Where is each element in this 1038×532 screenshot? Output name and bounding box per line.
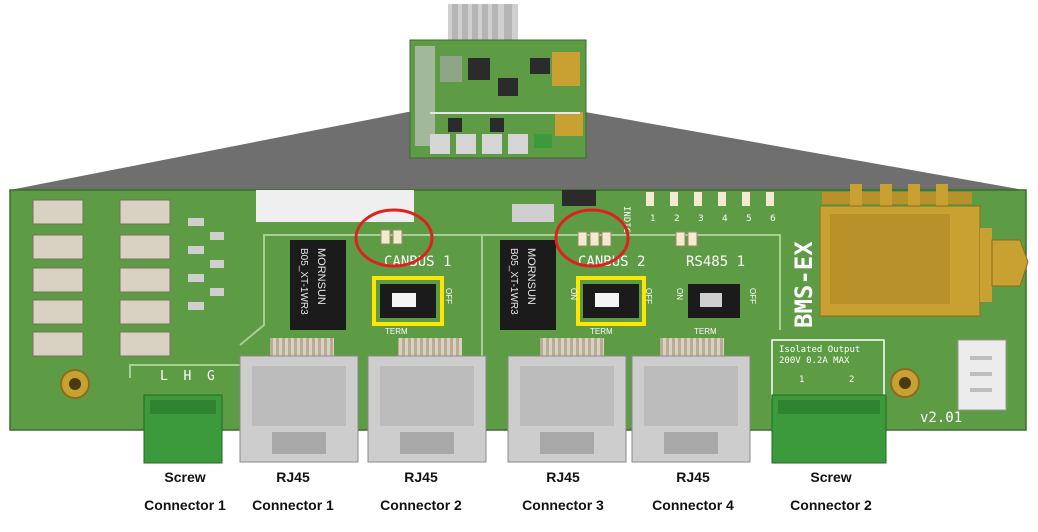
caption-name: Connector 1 [252,497,334,513]
term-switch-canbus1: TERM [372,276,444,336]
term-switch-rs485: TERM [688,284,740,336]
svg-text:4: 4 [722,214,728,224]
rj45-jack-3 [507,338,627,463]
svg-text:1: 1 [650,214,656,224]
red-highlight-canbus2 [554,208,630,268]
led-numbers: 1 2 3 4 5 6 [650,214,776,224]
lhg-label: L H G [160,369,215,384]
svg-text:2: 2 [674,214,680,224]
screw-terminal-1 [143,394,223,464]
caption-screw-connector-1: Screw Connector 1 [120,463,250,519]
caption-rj45-connector-4: RJ45 Connector 4 [628,463,758,519]
svg-text:1: 1 [799,375,804,385]
caption-type: RJ45 [676,469,710,485]
svg-text:MORNSUN: MORNSUN [315,248,327,305]
svg-text:5: 5 [746,214,752,224]
svg-text:Isolated Output: Isolated Output [779,345,860,355]
caption-type: RJ45 [276,469,310,485]
caption-rj45-connector-2: RJ45 Connector 2 [356,463,486,519]
caption-name: Connector 2 [380,497,462,513]
svg-text:TERM: TERM [694,327,717,336]
power-module-2: MORNSUN B05_XT-1WR3 [500,240,556,330]
canbus1-label: CANBUS 1 [384,254,451,270]
caption-name: Connector 1 [144,497,226,513]
svg-text:6: 6 [770,214,776,224]
product-label: BMS-EX [790,241,818,328]
svg-text:3: 3 [698,214,704,224]
svg-text:TERM: TERM [385,327,408,336]
caption-type: RJ45 [404,469,438,485]
term-switch-canbus2: TERM [576,276,646,336]
red-highlight-canbus1 [354,208,434,268]
capacitor-array [32,199,224,357]
caption-screw-connector-2: Screw Connector 2 [766,463,896,519]
svg-text:OFF: OFF [444,288,453,304]
svg-text:OFF: OFF [644,288,653,304]
caption-name: Connector 4 [652,497,734,513]
caption-name: Connector 2 [790,497,872,513]
svg-text:ON: ON [569,288,578,300]
caption-type: Screw [164,469,206,485]
screw-terminal-2 [771,394,887,464]
caption-rj45-connector-3: RJ45 Connector 3 [498,463,628,519]
indicator-leds [646,192,774,206]
caption-name: Connector 3 [522,497,604,513]
svg-text:OFF: OFF [748,288,757,304]
indic-label: INDIC [621,206,631,233]
svg-text:2: 2 [849,375,854,385]
svg-text:TERM: TERM [590,327,613,336]
svg-text:B05_XT-1WR3: B05_XT-1WR3 [508,248,519,315]
svg-text:ON: ON [675,288,684,300]
caption-type: RJ45 [546,469,580,485]
brass-connector [819,184,1029,317]
svg-text:200V 0.2A MAX: 200V 0.2A MAX [779,356,850,366]
caption-rj45-connector-1: RJ45 Connector 1 [228,463,358,519]
canbus1-leds [380,229,403,245]
rj45-jack-2 [367,338,487,463]
power-module-1: MORNSUN B05_XT-1WR3 [290,240,346,330]
svg-text:B05_XT-1WR3: B05_XT-1WR3 [298,248,309,315]
svg-text:MORNSUN: MORNSUN [525,248,537,305]
board-thumbnail [409,4,587,159]
rj45-jack-4 [631,338,751,463]
rs485-leds [675,231,698,247]
rj45-jack-1 [239,338,359,463]
rs485-label: RS485 1 [686,254,745,270]
caption-type: Screw [810,469,852,485]
canbus2-leds [577,231,612,247]
version-label: v2.01 [920,410,962,426]
white-header [957,339,1007,411]
